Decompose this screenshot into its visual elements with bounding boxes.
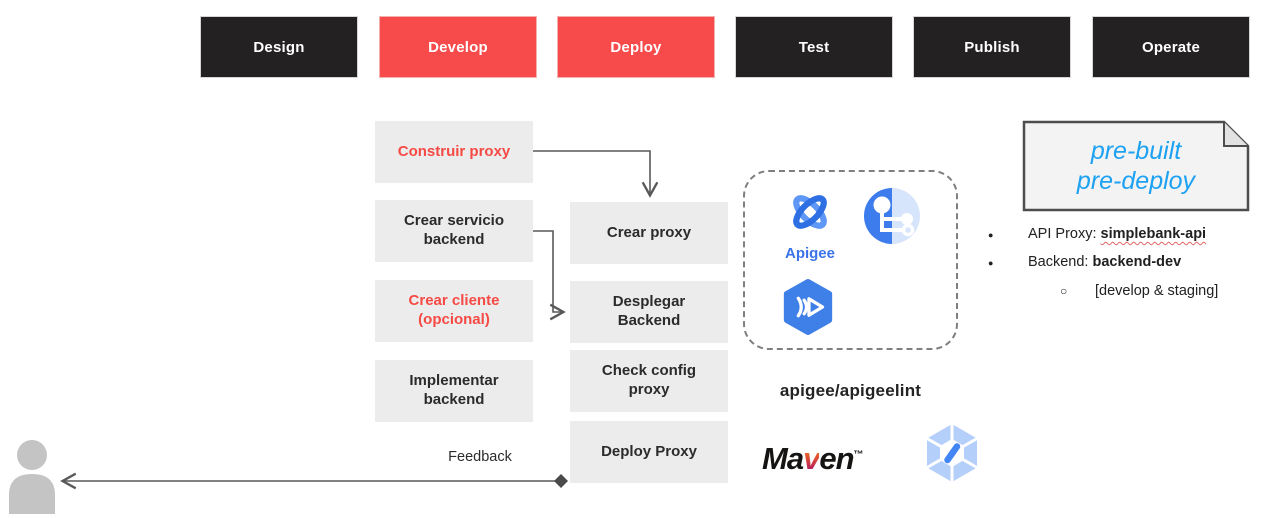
step-deploy-proxy: Deploy Proxy xyxy=(570,421,728,483)
stage-deploy-label: Deploy xyxy=(610,38,662,56)
maven-tm: ™ xyxy=(853,449,864,461)
note-api-proxy-prefix: API Proxy: xyxy=(1028,226,1101,242)
stage-publish-label: Publish xyxy=(964,38,1020,56)
arrow-servicio-to-desplegar xyxy=(533,230,566,321)
note-backend: Backend: backend-dev xyxy=(1028,254,1181,270)
stage-test: Test xyxy=(735,16,893,78)
step-desplegar-backend: Desplegar Backend xyxy=(570,281,728,343)
user-person-icon xyxy=(9,440,55,514)
maven-en: en xyxy=(819,441,854,476)
prebuilt-callout: pre-built pre-deploy xyxy=(1022,120,1250,212)
step-crear-proxy: Crear proxy xyxy=(570,202,728,264)
callout-note-shape xyxy=(1022,120,1250,212)
cloud-source-repositories-icon xyxy=(864,188,920,244)
note-api-proxy: API Proxy: simplebank-api xyxy=(1028,226,1206,242)
arrow-feedback-diamond xyxy=(554,474,568,488)
step-crear-servicio-backend: Crear servicio backend xyxy=(375,200,533,262)
step-construir-proxy: Construir proxy xyxy=(375,121,533,183)
note-api-proxy-value: simplebank-api xyxy=(1100,226,1207,242)
stage-develop-label: Develop xyxy=(428,38,488,56)
gcp-hexagon-arrow-icon xyxy=(783,278,833,336)
bullet-icon: ● xyxy=(988,230,994,240)
note-backend-prefix: Backend: xyxy=(1028,254,1093,270)
sub-bullet-icon: ○ xyxy=(1060,284,1068,298)
apigeelint-label: apigee/apigeelint xyxy=(779,381,922,400)
stage-design: Design xyxy=(200,16,358,78)
tools-dashed-container xyxy=(743,170,958,350)
apigee-logo-block: Apigee xyxy=(770,187,850,262)
step-check-config-proxy: Check config proxy xyxy=(570,350,728,412)
note-backend-value: backend-dev xyxy=(1092,254,1182,270)
step-crear-cliente: Crear cliente (opcional) xyxy=(375,280,533,342)
container-registry-icon xyxy=(926,424,978,482)
maven-feather-v: v xyxy=(803,441,820,476)
stage-operate-label: Operate xyxy=(1141,38,1201,56)
feedback-label: Feedback xyxy=(448,449,512,465)
arrow-construir-to-crearproxy xyxy=(533,150,659,198)
callout-line1: pre-built xyxy=(1090,136,1182,165)
apigee-label: Apigee xyxy=(784,245,835,262)
maven-logo: Maven™ xyxy=(762,441,864,477)
apigee-icon xyxy=(793,195,827,229)
stage-deploy: Deploy xyxy=(557,16,715,78)
stage-operate: Operate xyxy=(1092,16,1250,78)
note-environments: [develop & staging] xyxy=(1095,283,1219,299)
bullet-icon: ● xyxy=(988,258,994,268)
maven-ma: Ma xyxy=(762,441,804,476)
step-implementar-backend: Implementar backend xyxy=(375,360,533,422)
stage-design-label: Design xyxy=(253,38,305,56)
callout-text: pre-built pre-deploy xyxy=(1022,120,1250,212)
stage-develop: Develop xyxy=(379,16,537,78)
stage-test-label: Test xyxy=(798,38,830,56)
callout-line2: pre-deploy xyxy=(1076,167,1196,195)
stage-publish: Publish xyxy=(913,16,1071,78)
